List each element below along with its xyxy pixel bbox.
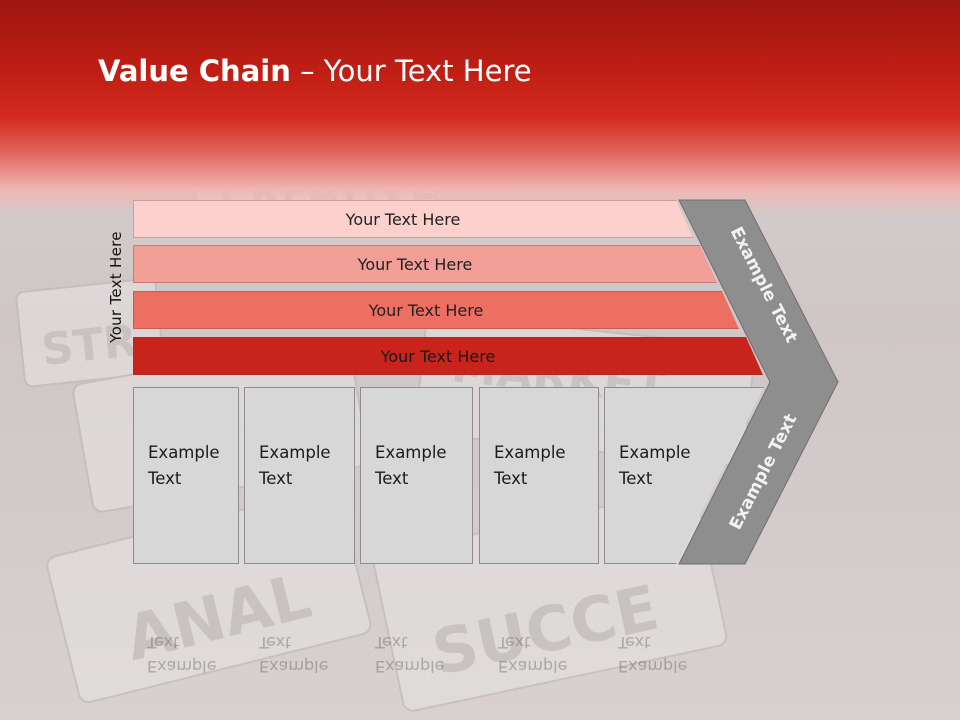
reflection-4-line1: Example	[498, 657, 568, 676]
reflection-2: Example Text	[259, 630, 359, 678]
side-label-text: Your Text Here	[107, 231, 126, 343]
column-3[interactable]: Example Text	[360, 387, 473, 564]
reflection-3: Example Text	[375, 630, 475, 678]
column-3-line2: Text	[375, 469, 409, 488]
reflection-1-line2: Text	[147, 633, 180, 652]
bg-word-str: STR	[39, 315, 139, 376]
band-1-label: Your Text Here	[345, 209, 461, 229]
reflection-1-line1: Example	[147, 657, 217, 676]
column-2[interactable]: Example Text	[244, 387, 355, 564]
reflection-5-line2: Text	[618, 633, 651, 652]
reflection-4: Example Text	[498, 630, 598, 678]
column-5-line2: Text	[619, 469, 653, 488]
column-4-line2: Text	[494, 469, 528, 488]
column-4[interactable]: Example Text	[479, 387, 599, 564]
reflection-2-line1: Example	[259, 657, 329, 676]
band-2[interactable]: Your Text Here	[133, 245, 717, 283]
band-4[interactable]: Your Text Here	[133, 337, 763, 375]
column-5-line1: Example	[619, 443, 691, 462]
band-1[interactable]: Your Text Here	[133, 200, 693, 238]
band-2-label: Your Text Here	[357, 254, 473, 274]
title-bold: Value Chain	[98, 54, 291, 88]
column-2-line1: Example	[259, 443, 331, 462]
reflection-5-line1: Example	[618, 657, 688, 676]
reflection-3-line1: Example	[375, 657, 445, 676]
column-1-line1: Example	[148, 443, 220, 462]
band-4-label: Your Text Here	[380, 346, 496, 366]
page-title: Value Chain – Your Text Here	[98, 54, 532, 88]
column-3-line1: Example	[375, 443, 447, 462]
reflection-2-line2: Text	[259, 633, 292, 652]
reflection-5: Example Text	[618, 630, 718, 678]
reflection-3-line2: Text	[375, 633, 408, 652]
band-3-label: Your Text Here	[368, 300, 484, 320]
column-1[interactable]: Example Text	[133, 387, 239, 564]
side-label: Your Text Here	[104, 222, 128, 352]
reflection-4-line2: Text	[498, 633, 531, 652]
band-3[interactable]: Your Text Here	[133, 291, 739, 329]
title-rest: – Your Text Here	[290, 54, 532, 88]
reflection-1: Example Text	[147, 630, 247, 678]
header-banner	[0, 0, 960, 215]
column-1-line2: Text	[148, 469, 182, 488]
column-2-line2: Text	[259, 469, 293, 488]
column-4-line1: Example	[494, 443, 566, 462]
